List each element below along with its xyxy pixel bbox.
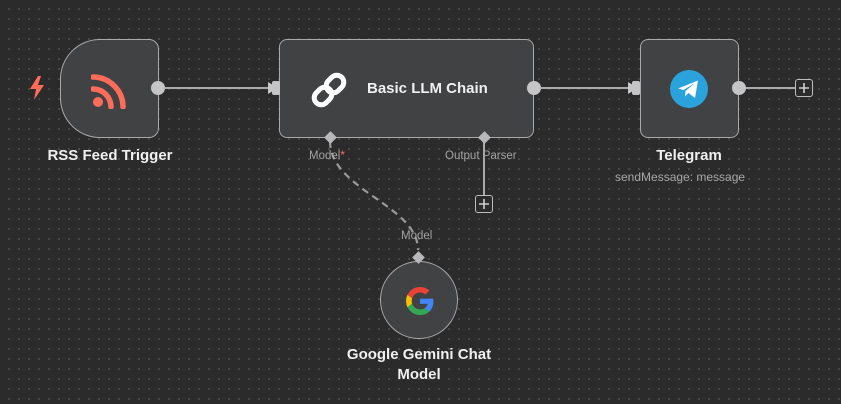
rss-node-title: RSS Feed Trigger [47,147,173,164]
connection-model-dashed [328,140,420,251]
telegram-output-handle[interactable] [732,81,746,95]
telegram-icon [670,70,708,108]
add-output-parser-button[interactable] [475,195,493,213]
chain-link-icon [311,72,347,108]
telegram-node[interactable] [640,39,739,138]
model-port-label: Model* [309,150,345,162]
trigger-bolt-icon [30,76,44,100]
model-port-text: Model [309,150,341,162]
gemini-node-title-line2: Model [397,366,441,383]
required-marker: * [340,150,345,162]
llm-node-title: Basic LLM Chain [367,80,488,97]
output-parser-port-label: Output Parser [445,150,517,162]
rss-output-handle[interactable] [151,81,165,95]
telegram-node-subtitle: sendMessage: message [615,170,746,184]
plus-icon [799,83,809,93]
google-gemini-chat-model-node[interactable] [380,261,458,339]
gemini-node-title-line1: Google Gemini Chat [346,346,492,363]
llm-input-handle[interactable] [272,81,280,95]
rss-icon [91,74,126,109]
telegram-node-title: Telegram [656,147,722,164]
basic-llm-chain-node[interactable]: Basic LLM Chain [279,39,534,138]
google-icon [406,287,434,315]
plus-icon [479,199,489,209]
telegram-input-handle[interactable] [632,81,640,95]
llm-output-handle[interactable] [527,81,541,95]
rss-feed-trigger-node[interactable] [60,39,159,138]
add-node-button[interactable] [795,79,813,97]
gemini-input-label: Model [401,230,433,242]
